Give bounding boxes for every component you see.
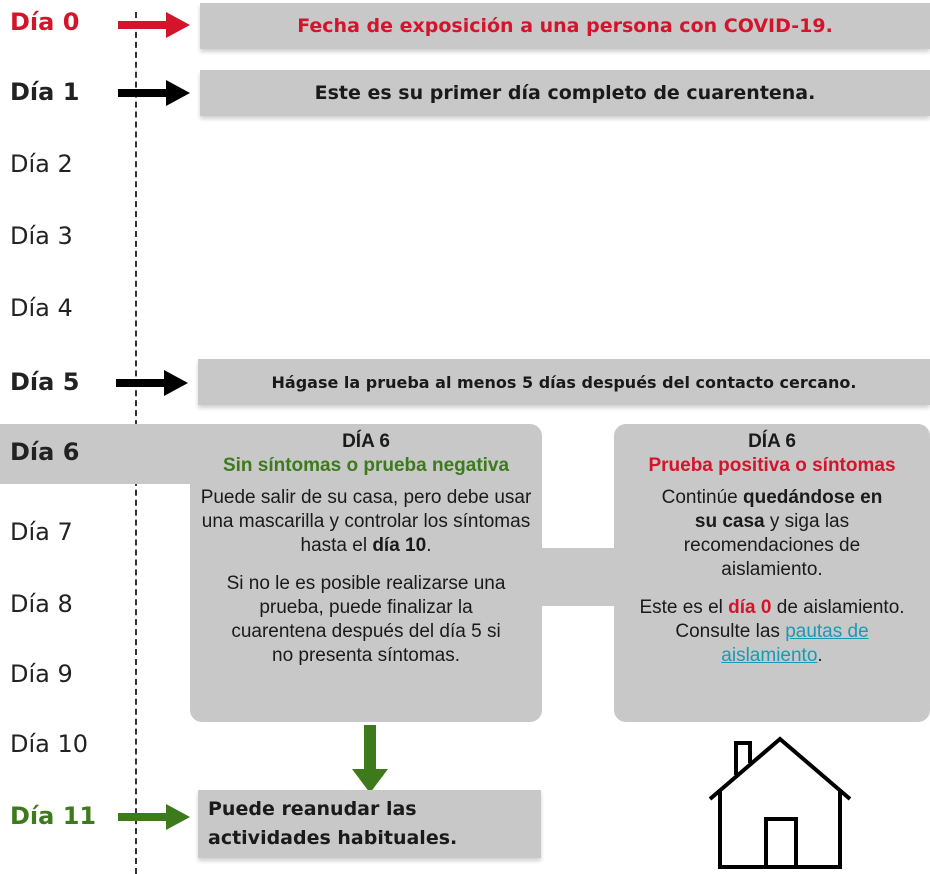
positive-result-card: DÍA 6 Prueba positiva o síntomas Continú… <box>614 424 930 722</box>
day-9-label: Día 9 <box>10 660 73 688</box>
card-connector <box>540 548 616 606</box>
negative-card-paragraph-1: Puede salir de su casa, pero debe usar u… <box>200 487 532 556</box>
day-11-label: Día 11 <box>10 802 97 830</box>
arrow-right-icon <box>116 370 188 396</box>
arrow-right-icon <box>118 12 190 38</box>
positive-card-paragraph-2: Este es el día 0 de aislamiento. Consult… <box>639 597 905 666</box>
arrow-right-icon <box>118 804 190 830</box>
positive-card-heading: DÍA 6 <box>748 431 796 452</box>
house-icon <box>708 736 852 869</box>
day-6-label: Día 6 <box>10 438 80 466</box>
positive-card-paragraph-1: Continúe quedándose en su casa y siga la… <box>661 487 883 580</box>
day-11-box: Puede reanudar las actividades habituale… <box>198 790 541 858</box>
day-2-label: Día 2 <box>10 150 73 178</box>
negative-result-card: DÍA 6 Sin síntomas o prueba negativa Pue… <box>190 424 542 722</box>
arrow-down-icon <box>352 725 388 793</box>
day-11-box-line-2: actividades habituales. <box>208 827 458 849</box>
day-3-label: Día 3 <box>10 222 73 250</box>
day-8-label: Día 8 <box>10 590 73 618</box>
arrow-right-icon <box>118 80 190 106</box>
day-7-label: Día 7 <box>10 518 73 546</box>
negative-card-subheading: Sin síntomas o prueba negativa <box>222 455 510 476</box>
negative-card-paragraph-2: Si no le es posible realizarse una prueb… <box>226 573 506 666</box>
day-0-box: Fecha de exposición a una persona con CO… <box>200 3 930 49</box>
day-0-label: Día 0 <box>10 8 80 36</box>
positive-card-subheading: Prueba positiva o síntomas <box>648 455 896 476</box>
day-4-label: Día 4 <box>10 294 73 322</box>
day-5-label: Día 5 <box>10 368 80 396</box>
isolation-guidelines-link[interactable]: pautas de aislamiento <box>721 621 869 666</box>
day-10-label: Día 10 <box>10 730 89 758</box>
day-1-box: Este es su primer día completo de cuaren… <box>200 70 930 116</box>
day-1-label: Día 1 <box>10 78 80 106</box>
negative-card-heading: DÍA 6 <box>342 431 390 452</box>
day-5-box: Hágase la prueba al menos 5 días después… <box>198 359 930 405</box>
day-11-box-line-1: Puede reanudar las <box>208 798 417 820</box>
